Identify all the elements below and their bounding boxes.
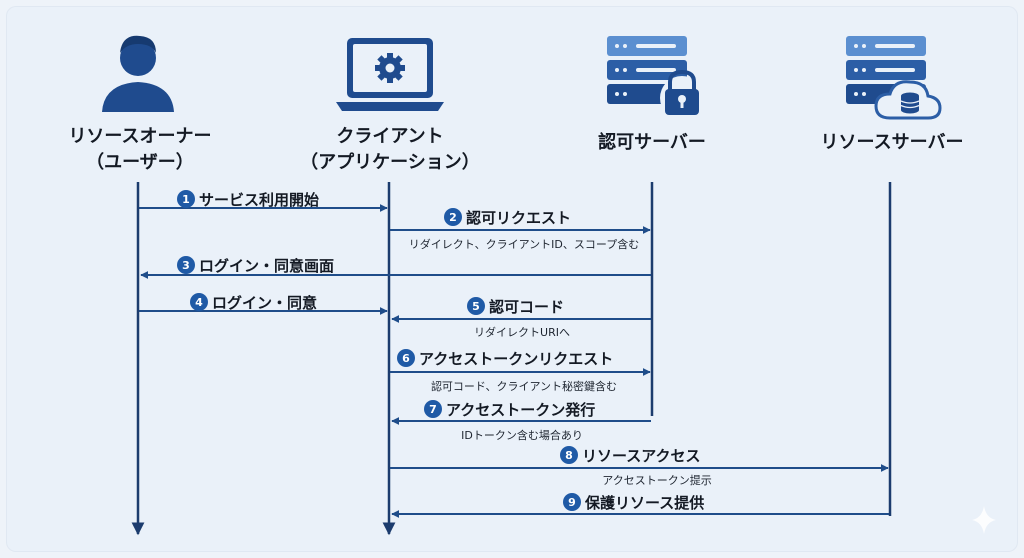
- message-7-badge: [424, 400, 442, 418]
- diagram-canvas: リソースオーナー （ユーザー） クライアント （アプリケーション） 認可サーバー…: [6, 6, 1018, 552]
- message-6-sublabel: 認可コード、クライアント秘密鍵含む: [431, 379, 617, 393]
- message-1-label: サービス利用開始: [199, 191, 319, 209]
- message-3-badge: [177, 256, 195, 274]
- message-2-number: 2: [449, 211, 457, 224]
- message-8-badge: [560, 446, 578, 464]
- message-8-sublabel: アクセストークン提示: [602, 474, 711, 487]
- message-3-number: 3: [182, 259, 190, 272]
- actor-owner-label: リソースオーナー: [68, 126, 211, 147]
- user-icon: [102, 35, 174, 112]
- actor-owner-sublabel: （ユーザー）: [86, 152, 194, 173]
- message-5-sublabel: リダイレクトURIへ: [474, 325, 570, 339]
- message-5-label: 認可コード: [489, 298, 564, 316]
- message-7-label: アクセストークン発行: [446, 401, 595, 419]
- message-6-badge: [397, 349, 415, 367]
- message-2-sublabel: リダイレクト、クライアントID、スコープ含む: [409, 237, 639, 251]
- message-4-badge: [190, 293, 208, 311]
- message-5-badge: [467, 297, 485, 315]
- actor-client-label: クライアント: [336, 126, 443, 147]
- message-2-label: 認可リクエスト: [466, 209, 571, 227]
- message-6-number: 6: [402, 352, 410, 365]
- message-6-label: アクセストークンリクエスト: [419, 350, 613, 368]
- message-9-badge: [563, 493, 581, 511]
- message-4-number: 4: [195, 296, 203, 309]
- message-7-sublabel: IDトークン含む場合あり: [461, 428, 583, 442]
- message-9-number: 9: [568, 496, 576, 509]
- message-1-number: 1: [182, 193, 190, 206]
- message-9-label: 保護リソース提供: [584, 494, 704, 512]
- server-lock-icon: [607, 36, 704, 120]
- sparkle-icon: [972, 506, 996, 534]
- message-1-badge: [177, 190, 195, 208]
- server-database-icon: [846, 36, 942, 120]
- actor-resource-label: リソースサーバー: [821, 132, 964, 153]
- laptop-gear-icon: [336, 38, 444, 111]
- message-4-label: ログイン・同意: [212, 294, 317, 312]
- message-5-number: 5: [472, 300, 480, 313]
- actor-authz-label: 認可サーバー: [598, 131, 706, 153]
- message-8-number: 8: [565, 449, 573, 462]
- actor-client-sublabel: （アプリケーション）: [300, 151, 480, 173]
- message-8-label: リソースアクセス: [582, 447, 701, 465]
- message-3-label: ログイン・同意画面: [199, 257, 334, 275]
- message-7-number: 7: [429, 403, 437, 416]
- message-2-badge: [444, 208, 462, 226]
- sequence-diagram: リソースオーナー （ユーザー） クライアント （アプリケーション） 認可サーバー…: [68, 35, 996, 536]
